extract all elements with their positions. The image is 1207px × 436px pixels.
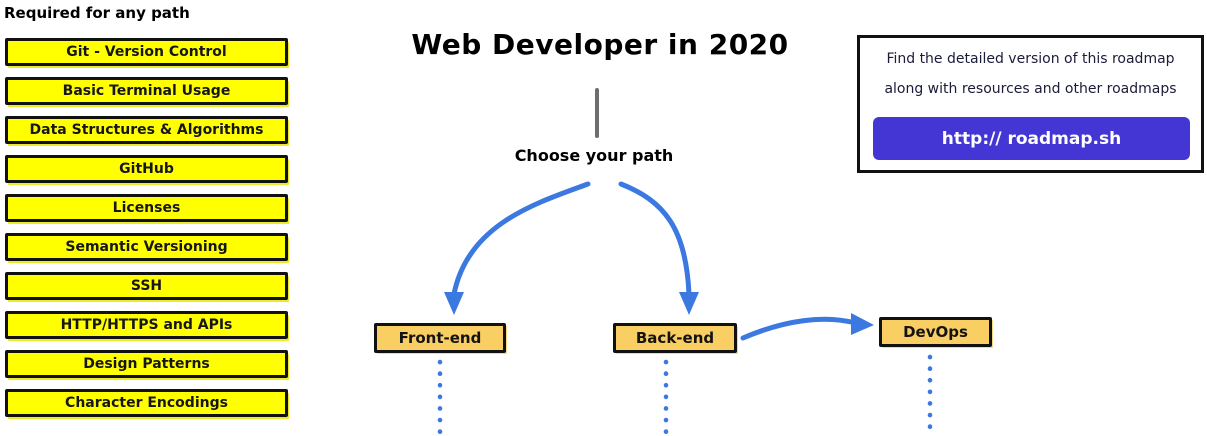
arrow-to-backend — [618, 181, 692, 297]
required-topic-semver[interactable]: Semantic Versioning — [5, 233, 288, 261]
arrow-to-frontend — [451, 181, 591, 297]
required-topic-licenses[interactable]: Licenses — [5, 194, 288, 222]
required-topic-http[interactable]: HTTP/HTTPS and APIs — [5, 311, 288, 339]
required-topic-dsa[interactable]: Data Structures & Algorithms — [5, 116, 288, 144]
required-topic-terminal[interactable]: Basic Terminal Usage — [5, 77, 288, 105]
arrow-backend-to-devops — [740, 316, 858, 341]
title-connector-line — [595, 88, 599, 138]
choose-your-path-label: Choose your path — [514, 146, 674, 165]
arrowhead-devops — [851, 313, 874, 335]
page-title: Web Developer in 2020 — [411, 28, 789, 61]
path-node-devops[interactable]: DevOps — [879, 317, 992, 347]
required-topic-patterns[interactable]: Design Patterns — [5, 350, 288, 378]
required-topic-github[interactable]: GitHub — [5, 155, 288, 183]
info-text-line1: Find the detailed version of this roadma… — [886, 51, 1175, 67]
arrowhead-frontend — [444, 292, 464, 315]
roadmap-url-button[interactable]: http:// roadmap.sh — [873, 117, 1190, 160]
path-node-frontend[interactable]: Front-end — [374, 323, 506, 353]
required-topic-ssh[interactable]: SSH — [5, 272, 288, 300]
required-section-title: Required for any path — [4, 4, 190, 22]
info-box: Find the detailed version of this roadma… — [857, 35, 1204, 173]
arrowhead-backend — [679, 292, 699, 315]
required-topic-git[interactable]: Git - Version Control — [5, 38, 288, 66]
required-topic-encodings[interactable]: Character Encodings — [5, 389, 288, 417]
info-text-line2: along with resources and other roadmaps — [884, 81, 1177, 97]
path-node-backend[interactable]: Back-end — [613, 323, 737, 353]
